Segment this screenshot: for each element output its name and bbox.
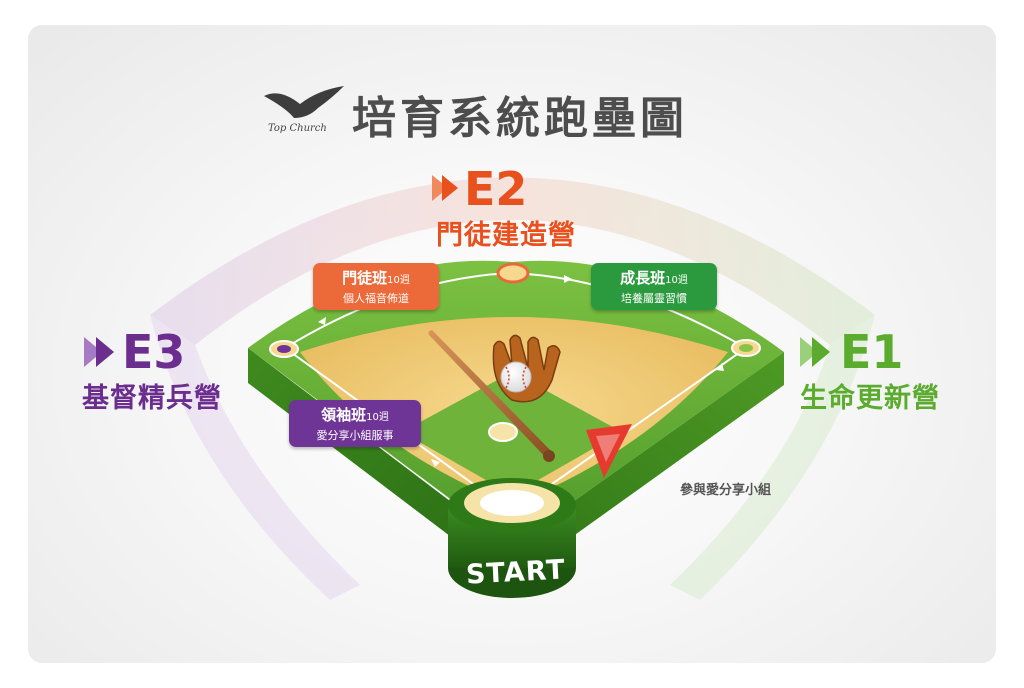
page-title: 培育系統跑壘圖 bbox=[352, 93, 688, 144]
stage-e3-code: E3 bbox=[122, 325, 186, 379]
field-side-right bbox=[512, 352, 784, 580]
e1-arrow-icon bbox=[800, 337, 830, 367]
stage-e2-code: E2 bbox=[464, 162, 528, 216]
third-base-inner bbox=[277, 345, 291, 353]
class-disciple-duration: 10週 bbox=[387, 275, 410, 286]
baseball-seam-1 bbox=[505, 366, 510, 389]
outer-arc-right-tail bbox=[670, 315, 875, 600]
class-box-leader: 領袖班10週 愛分享小組服事 bbox=[289, 400, 421, 447]
class-leader-name: 領袖班 bbox=[321, 406, 367, 424]
baseball bbox=[500, 361, 532, 393]
first-base-inner bbox=[739, 344, 753, 352]
stage-e1-name: 生命更新營 bbox=[800, 383, 940, 414]
path-arrow-3 bbox=[431, 459, 440, 467]
path-arrow-1 bbox=[564, 275, 572, 283]
bat bbox=[428, 330, 554, 460]
class-leader-duration: 10週 bbox=[366, 412, 389, 423]
class-growth-duration: 10週 bbox=[665, 275, 688, 286]
path-arrow-4 bbox=[716, 363, 724, 371]
pitcher-mound bbox=[488, 422, 518, 442]
baseball-seam-2 bbox=[522, 366, 527, 389]
home-plate bbox=[480, 490, 544, 516]
class-leader-subtitle: 愛分享小組服事 bbox=[316, 429, 394, 442]
stage-e2-name: 門徒建造營 bbox=[436, 220, 576, 251]
outer-arc-left-tail bbox=[150, 315, 360, 600]
small-group-note: 參與愛分享小組 bbox=[680, 483, 772, 498]
second-base bbox=[496, 262, 530, 284]
path-arrow-2 bbox=[318, 317, 326, 325]
bat-knob bbox=[543, 450, 555, 462]
class-growth-subtitle: 培養屬靈習慣 bbox=[621, 292, 687, 305]
flag-logo-inner bbox=[596, 434, 620, 462]
flag-logo bbox=[586, 424, 632, 478]
e3-arrow-icon bbox=[84, 337, 114, 367]
start-label: START bbox=[465, 554, 567, 591]
class-disciple-subtitle: 個人福音佈道 bbox=[343, 292, 409, 305]
e2-arrow-icon bbox=[432, 175, 458, 201]
class-box-disciple: 門徒班10週 個人福音佈道 bbox=[313, 263, 439, 310]
stage-e1-code: E1 bbox=[840, 325, 904, 379]
logo-text: Top Church bbox=[268, 123, 327, 134]
stage-e3-name: 基督精兵營 bbox=[82, 383, 222, 414]
class-growth-name: 成長班 bbox=[620, 269, 666, 287]
eagle-logo-icon bbox=[264, 86, 344, 118]
class-box-growth: 成長班10週 培養屬靈習慣 bbox=[591, 263, 717, 310]
class-disciple-name: 門徒班 bbox=[342, 269, 388, 287]
outer-arc bbox=[150, 177, 875, 345]
